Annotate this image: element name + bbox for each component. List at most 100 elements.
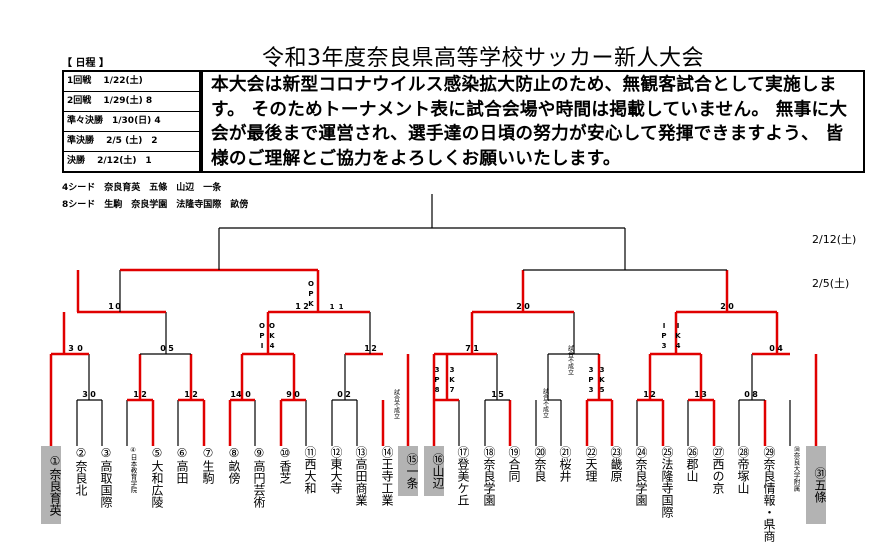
forfeit-note: 試合不成立 — [393, 388, 400, 419]
score-label: 2 — [516, 302, 522, 311]
score-label: 3 — [68, 344, 74, 353]
score-label: 0 — [337, 390, 343, 399]
score-label: 1 — [108, 302, 114, 311]
score-label: 2 — [345, 390, 351, 399]
team-label: ⑫東大寺 — [329, 446, 342, 494]
pk-annotation: O — [269, 322, 275, 330]
score-label: 2 — [371, 344, 377, 353]
team-label: ⑩香芝 — [278, 446, 291, 484]
team-label: ①奈良育英 — [41, 446, 61, 524]
pk-annotation: 3 — [662, 342, 667, 350]
pk-annotation: 3 — [589, 386, 594, 394]
pk-annotation: P — [661, 332, 666, 340]
pk-annotation: K — [308, 300, 314, 308]
team-label: ⑨高円芸術 — [252, 446, 265, 508]
final-date: 2/12(土) — [812, 233, 857, 246]
score-label: 0 — [160, 344, 166, 353]
team-label: ⑱奈良学園 — [482, 446, 495, 506]
score-label: 0 — [728, 302, 734, 311]
seed-eight-line: 8シード 生駒 奈良学園 法隆寺国際 畝傍 — [62, 200, 249, 210]
pk-annotation: K — [269, 332, 275, 340]
score-label: 0 — [245, 390, 251, 399]
team-label: ㉚奈良大学附属 — [792, 446, 800, 492]
pk-annotation: 7 — [450, 386, 455, 394]
team-label: ⑥高田 — [175, 446, 188, 484]
pk-annotation: I — [261, 342, 264, 350]
team-label: ⑲合同 — [507, 446, 520, 482]
score-label: 1 — [184, 390, 190, 399]
team-label: ㉖郡山 — [685, 446, 698, 482]
pk-annotation: P — [434, 376, 439, 384]
pk-annotation: 8 — [435, 386, 440, 394]
page-title: 令和3年度奈良県高等学校サッカー新人大会 — [262, 46, 704, 71]
team-label: ㉓畿原 — [609, 446, 622, 482]
pk-annotation: K — [449, 376, 455, 384]
score-label: 1 — [473, 344, 479, 353]
forfeit-note: 試合不成立 — [567, 344, 574, 375]
team-label: ⑪西大和 — [303, 446, 316, 494]
team-label: ⑰登美ケ丘 — [456, 446, 469, 506]
schedule-row: 1回戦 1/22(土) — [64, 72, 199, 92]
notice-box: 本大会は新型コロナウイルス感染拡大防止のため、無観客試合として実施します。 その… — [201, 70, 865, 173]
semi-date: 2/5(土) — [812, 277, 850, 290]
team-label: ⑮一条 — [398, 446, 418, 496]
score-label: 2 — [650, 390, 656, 399]
pk-annotation: P — [588, 376, 593, 384]
score-label: 0 — [744, 390, 750, 399]
team-label: ㉕法隆寺国際 — [660, 446, 673, 518]
score-label: 0 — [769, 344, 775, 353]
pk-annotation: O — [259, 322, 265, 330]
team-label: ③高取国際 — [99, 446, 112, 508]
score-label: 0 — [294, 390, 300, 399]
schedule-row: 決勝 2/12(土) 1 — [67, 156, 152, 166]
seed-four-line: 4シード 奈良育英 五條 山辺 一条 — [62, 183, 222, 193]
pk-annotation: 3 — [600, 366, 605, 374]
schedule-table: 1回戦 1/22(土) 2回戦 1/29(土) 8 準々決勝 1/30(日) 4… — [62, 70, 201, 173]
pk-annotation: 3 — [435, 366, 440, 374]
score-label: 1 — [491, 390, 497, 399]
pk-annotation: 5 — [600, 386, 605, 394]
team-label: ④日本教育学院 — [129, 446, 137, 493]
pk-annotation: I — [663, 322, 666, 330]
team-label: ㉗西の京 — [711, 446, 724, 494]
score-label: 1 — [643, 390, 649, 399]
team-label: ②奈良北 — [74, 446, 87, 496]
score-label: 1 — [364, 344, 370, 353]
pk-annotation: 4 — [676, 342, 681, 350]
forfeit-note: 試合不成立 — [542, 387, 549, 418]
score-label: 2 — [720, 302, 726, 311]
team-label: ㉔奈良学園 — [634, 446, 647, 506]
schedule-row: 準々決勝 1/30(日) 4 — [64, 112, 199, 132]
schedule-row: 準決勝 2/5 (土) 2 — [64, 132, 199, 152]
score-label: 5 — [498, 390, 504, 399]
pk-annotation: 1 — [339, 303, 344, 311]
team-label: ⑬高田商業 — [354, 446, 367, 506]
pk-annotation: K — [675, 332, 681, 340]
score-label: 5 — [168, 344, 174, 353]
team-label: ⑧畝傍 — [227, 446, 240, 484]
pk-annotation: 3 — [589, 366, 594, 374]
score-label: 3 — [701, 390, 707, 399]
team-label: ㉛五條 — [806, 446, 826, 524]
team-label: ㉒天理 — [584, 446, 597, 482]
pk-annotation: 3 — [450, 366, 455, 374]
score-label: 14 — [230, 390, 242, 399]
team-label: ㉙奈良情報・県商 — [762, 446, 775, 542]
score-label: 3 — [82, 390, 88, 399]
score-label: 0 — [115, 302, 121, 311]
score-label: 1 — [133, 390, 139, 399]
score-label: 7 — [465, 344, 471, 353]
pk-annotation: P — [259, 332, 264, 340]
score-label: 1 — [295, 302, 301, 311]
score-label: 2 — [303, 302, 309, 311]
score-label: 0 — [77, 344, 83, 353]
score-label: 0 — [524, 302, 530, 311]
schedule-row: 2回戦 1/29(土) 8 — [64, 92, 199, 112]
pk-annotation: K — [599, 376, 605, 384]
pk-annotation: O — [308, 280, 314, 288]
pk-annotation: 4 — [270, 342, 275, 350]
team-label: ㉑桜井 — [558, 446, 571, 482]
score-label: 2 — [141, 390, 147, 399]
score-label: 9 — [286, 390, 292, 399]
